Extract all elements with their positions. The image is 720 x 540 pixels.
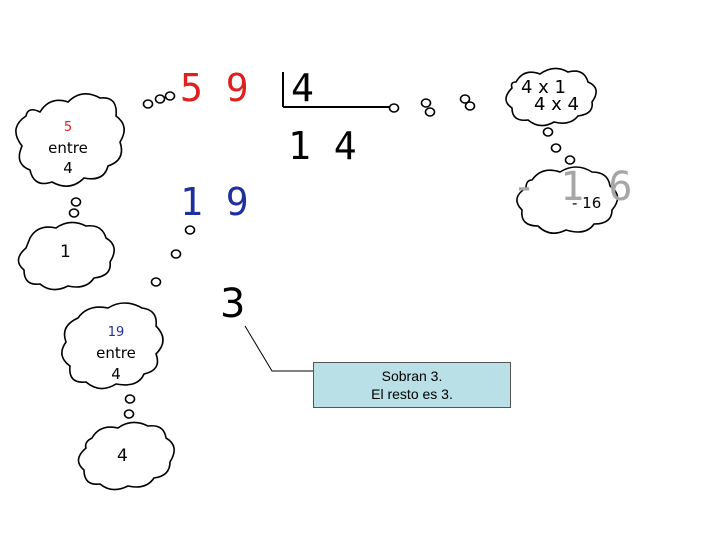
divisor: 4 — [291, 66, 314, 110]
cloud-text-1: 1 — [60, 242, 71, 262]
remainder-callout: Sobran 3. El resto es 3. — [313, 362, 511, 408]
callout-line-1: Sobran 3. — [381, 368, 443, 384]
cloud-word: entre — [96, 344, 136, 362]
cloud-text-4x4: 4 x 4 — [534, 94, 579, 115]
division-bracket — [282, 72, 390, 108]
thought-cloud — [505, 67, 597, 127]
cloud-number: 4 — [63, 159, 73, 177]
thought-cloud — [61, 302, 164, 390]
thought-cloud — [17, 221, 115, 291]
cloud-text-minus-16: - 16 — [572, 194, 602, 212]
thought-cloud — [516, 166, 619, 234]
cloud-text-4x1: 4 x 1 — [521, 77, 566, 98]
cloud-text-19-entre-4: 19 entre 4 — [84, 322, 148, 385]
partial-dividend: 1 9 — [180, 180, 249, 224]
cloud-text-4: 4 — [117, 446, 128, 466]
thought-cloud — [15, 93, 125, 187]
thought-cloud — [77, 421, 175, 491]
subtraction-minus-16: - 1 6 — [512, 164, 633, 210]
callout-pointer — [244, 325, 313, 372]
cloud-word: entre — [48, 139, 88, 157]
cloud-text-5-entre-4: 5 entre 4 — [36, 118, 100, 178]
cloud-number: 5 — [63, 120, 73, 135]
dividend: 5 9 — [180, 66, 249, 110]
callout-line-2: El resto es 3. — [371, 386, 453, 402]
quotient: 1 4 — [288, 124, 357, 168]
cloud-number: 19 — [107, 325, 125, 340]
cloud-number: 4 — [111, 365, 121, 383]
remainder: 3 — [220, 281, 246, 327]
